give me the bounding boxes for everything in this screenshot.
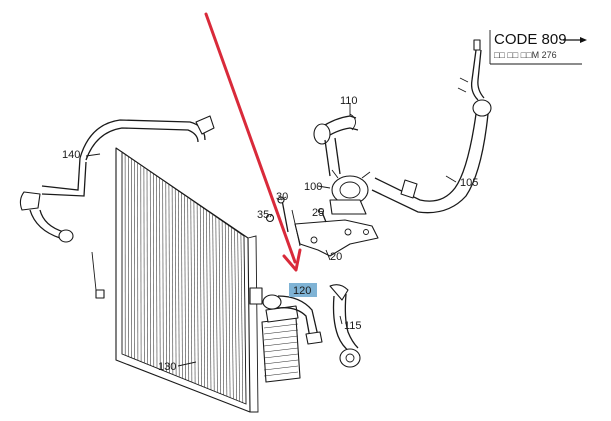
hose-140 (19, 115, 215, 299)
callout-140: 140 (62, 149, 80, 161)
nut-35 (265, 213, 275, 223)
radiator-fins (121, 152, 247, 405)
hose-105 (371, 39, 492, 214)
heat-exchanger-fins (263, 323, 299, 377)
callout-30: 30 (276, 191, 288, 203)
callout-20: 20 (330, 251, 342, 263)
red-arrow-icon (204, 12, 302, 272)
bracket-20 (291, 209, 379, 257)
hose-115 (329, 284, 361, 368)
callout-100: 100 (304, 181, 322, 193)
right-arrow-icon (563, 37, 587, 43)
bolt-25 (317, 207, 327, 223)
callout-25: 25 (312, 207, 324, 219)
callout-110: 110 (340, 95, 358, 107)
screw-30 (277, 196, 289, 233)
callout-120: 120 (293, 285, 311, 297)
highlight-box (289, 283, 317, 297)
water-pump-100 (324, 137, 371, 215)
callout-120-highlight[interactable]: 120 (289, 283, 317, 297)
heat-exchanger (261, 305, 301, 383)
code-subtitle: □□ □□ □□M 276 (494, 50, 557, 60)
hose-120 (262, 294, 323, 345)
radiator-130 (115, 147, 263, 413)
callout-35: 35 (257, 209, 269, 221)
callout-105: 105 (460, 177, 478, 189)
callout-130: 130 (158, 361, 176, 373)
leader-lines (85, 153, 457, 367)
code-title: CODE 809 (494, 31, 567, 48)
callout-115: 115 (344, 320, 362, 332)
code-box: CODE 809 □□ □□ □□M 276 (489, 30, 587, 65)
hose-110 (313, 104, 359, 145)
